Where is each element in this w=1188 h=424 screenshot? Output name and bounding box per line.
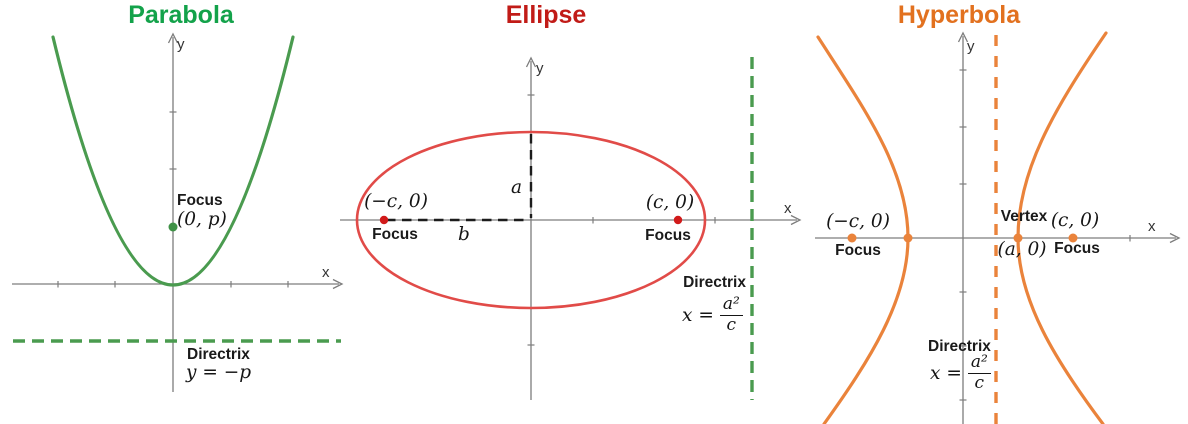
- hyperbola-left-focus-dot: [847, 233, 857, 243]
- ellipse-directrix-equation-fraction: a² c: [719, 295, 743, 335]
- ellipse-directrix-label: Directrix: [683, 274, 746, 291]
- parabola-x-axis-label: x: [322, 264, 330, 281]
- parabola-y-axis-arrow-icon: [167, 32, 179, 44]
- ellipse-directrix-equation-lhs: x =: [682, 304, 714, 326]
- hyperbola-directrix-equation-numerator: a²: [967, 353, 991, 374]
- hyperbola-y-axis-label: y: [967, 38, 975, 55]
- hyperbola-vertex-coordinates: (a, 0): [997, 239, 1047, 260]
- hyperbola-axis-ticks: [959, 69, 1131, 401]
- hyperbola-left-vertex-dot: [903, 233, 913, 243]
- parabola-panel: [12, 32, 344, 392]
- hyperbola-directrix-equation-lhs: x =: [930, 362, 962, 384]
- ellipse-panel: [340, 56, 802, 400]
- hyperbola-right-vertex-dot: [1013, 233, 1023, 243]
- ellipse-y-axis-arrow-icon: [525, 56, 537, 68]
- ellipse-b-label: b: [458, 224, 470, 245]
- hyperbola-x-axis-label: x: [1148, 218, 1156, 235]
- ellipse-right-focus-coordinates: (c, 0): [645, 192, 695, 213]
- parabola-x-axis-arrow-icon: [332, 278, 344, 290]
- parabola-directrix-label: Directrix: [187, 346, 250, 363]
- hyperbola-x-axis-arrow-icon: [1169, 232, 1181, 244]
- ellipse-directrix-equation-denominator: c: [726, 314, 737, 335]
- hyperbola-directrix-equation-fraction: a² c: [967, 353, 991, 393]
- parabola-focus-coordinates: (0, p): [177, 209, 227, 230]
- ellipse-x-axis-arrow-icon: [790, 214, 802, 226]
- hyperbola-y-axis-arrow-icon: [957, 31, 969, 43]
- ellipse-directrix-equation: x = a² c: [682, 295, 743, 335]
- ellipse-outline: [355, 130, 707, 310]
- ellipse-left-focus-coordinates: (−c, 0): [364, 191, 428, 212]
- parabola-directrix-equation: y = −p: [186, 362, 252, 383]
- hyperbola-right-focus-coordinates: (c, 0): [1050, 210, 1100, 231]
- hyperbola-right-focus-dot: [1068, 233, 1078, 243]
- ellipse-x-axis-label: x: [784, 200, 792, 217]
- hyperbola-right-focus-label: Focus: [1054, 240, 1100, 257]
- parabola-title: Parabola: [128, 1, 234, 29]
- parabola-curve: [51, 35, 295, 287]
- hyperbola-directrix-equation: x = a² c: [930, 353, 991, 393]
- parabola-axis-ticks: [57, 111, 289, 288]
- parabola-focus-label: Focus: [177, 192, 223, 209]
- ellipse-left-focus-dot: [379, 215, 389, 225]
- ellipse-left-focus-label: Focus: [372, 226, 418, 243]
- hyperbola-title: Hyperbola: [897, 1, 1021, 29]
- hyperbola-left-focus-coordinates: (−c, 0): [826, 211, 890, 232]
- hyperbola-panel: [815, 31, 1181, 424]
- ellipse-axis-ticks: [527, 94, 716, 346]
- hyperbola-vertex-label: Vertex: [1000, 208, 1048, 225]
- hyperbola-left-focus-label: Focus: [835, 242, 881, 259]
- parabola-focus-dot: [168, 222, 178, 232]
- ellipse-a-label: a: [511, 177, 523, 198]
- hyperbola-directrix-label: Directrix: [928, 338, 991, 355]
- ellipse-directrix-equation-numerator: a²: [719, 295, 743, 316]
- ellipse-y-axis-label: y: [536, 60, 544, 77]
- hyperbola-directrix-equation-denominator: c: [974, 372, 985, 393]
- ellipse-right-focus-label: Focus: [645, 227, 691, 244]
- ellipse-title: Ellipse: [505, 1, 587, 29]
- parabola-y-axis-label: y: [177, 36, 185, 53]
- ellipse-right-focus-dot: [673, 215, 683, 225]
